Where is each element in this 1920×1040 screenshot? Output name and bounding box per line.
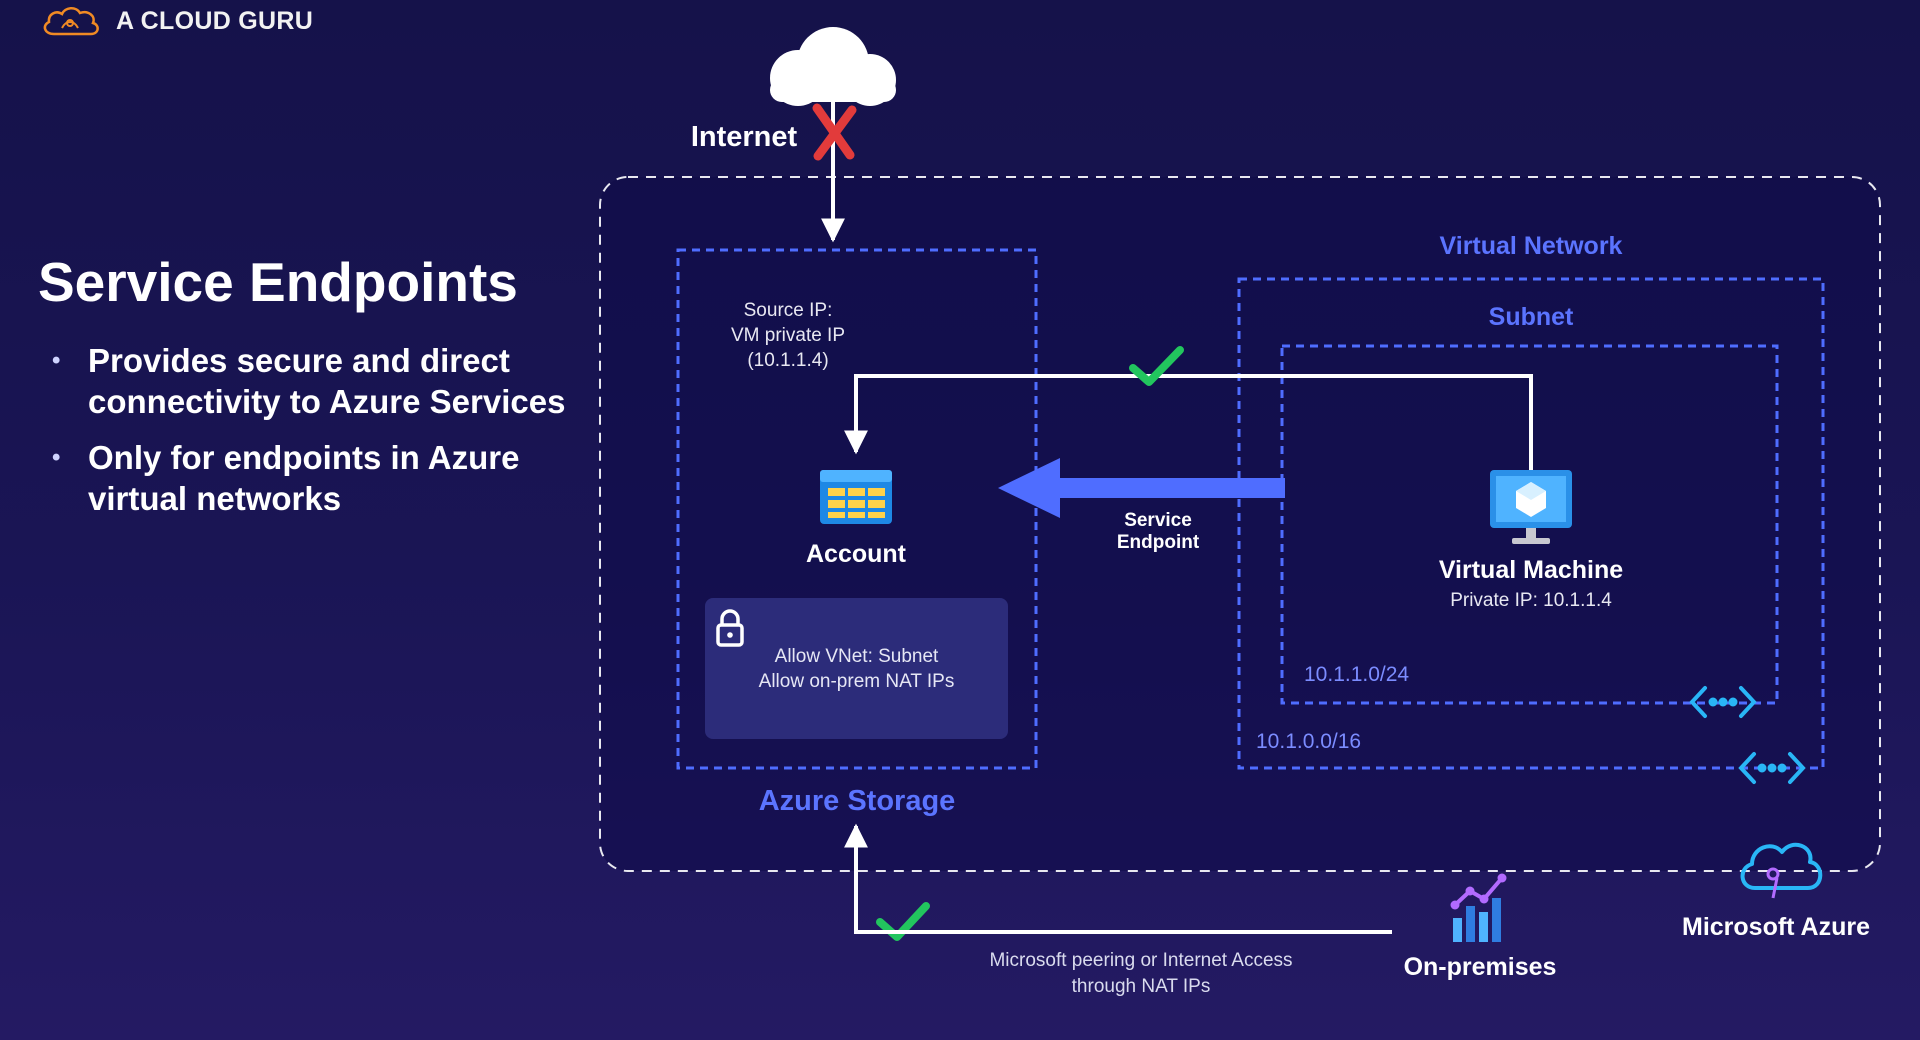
account-label: Account (806, 540, 906, 568)
brand-name: A CLOUD GURU (116, 6, 314, 35)
subnet-border (1280, 344, 1779, 705)
access-policy-box: Allow VNet: Subnet Allow on-prem NAT IPs (705, 598, 1008, 739)
page-title: Service Endpoints (38, 251, 518, 313)
bullet-list: Provides secure and direct connectivity … (50, 340, 570, 534)
peering-label: Microsoft peering or Internet Access thr… (989, 950, 1293, 997)
on-premises-label: On-premises (1403, 953, 1557, 981)
azure-cloud-icon (1740, 842, 1823, 899)
cloud-logo-icon (43, 7, 99, 36)
lock-icon (716, 609, 744, 647)
storage-account-icon (820, 470, 892, 524)
check-icon (876, 902, 930, 941)
storage-border (676, 248, 1038, 770)
microsoft-azure-label: Microsoft Azure (1682, 913, 1870, 941)
service-endpoint-arrow (998, 458, 1285, 518)
internet-cloud-icon (770, 27, 896, 106)
deny-x-icon (812, 103, 857, 161)
on-premises-icon (1450, 873, 1507, 942)
vm-to-account-path (844, 374, 1533, 470)
check-icon (1129, 346, 1184, 386)
vnet-cidr-label: 10.1.0.0/16 (1256, 730, 1362, 753)
service-endpoint-label: Service Endpoint (1116, 510, 1200, 553)
internet-label: Internet (690, 121, 798, 153)
bullet-item: Provides secure and direct connectivity … (50, 340, 570, 422)
policy-text: Allow VNet: Subnet Allow on-prem NAT IPs (758, 646, 955, 692)
azure-storage-label: Azure Storage (758, 785, 956, 817)
vnet-border (1237, 277, 1825, 770)
brand: A CLOUD GURU (40, 4, 313, 38)
vnet-peering-icon (1738, 752, 1806, 784)
subnet-cidr-label: 10.1.1.0/24 (1304, 663, 1410, 686)
virtual-machine-label: Virtual Machine (1438, 556, 1624, 584)
subnet-label: Subnet (1488, 303, 1574, 331)
bullet-item: Only for endpoints in Azure virtual netw… (50, 437, 570, 519)
on-premises-to-storage-path (844, 823, 1392, 934)
virtual-network-label: Virtual Network (1439, 232, 1623, 260)
private-ip-label: Private IP: 10.1.1.4 (1450, 590, 1612, 611)
virtual-machine-icon (1490, 470, 1572, 544)
source-ip-label: Source IP: VM private IP (10.1.1.4) (730, 300, 846, 371)
subnet-peering-icon (1689, 686, 1757, 718)
